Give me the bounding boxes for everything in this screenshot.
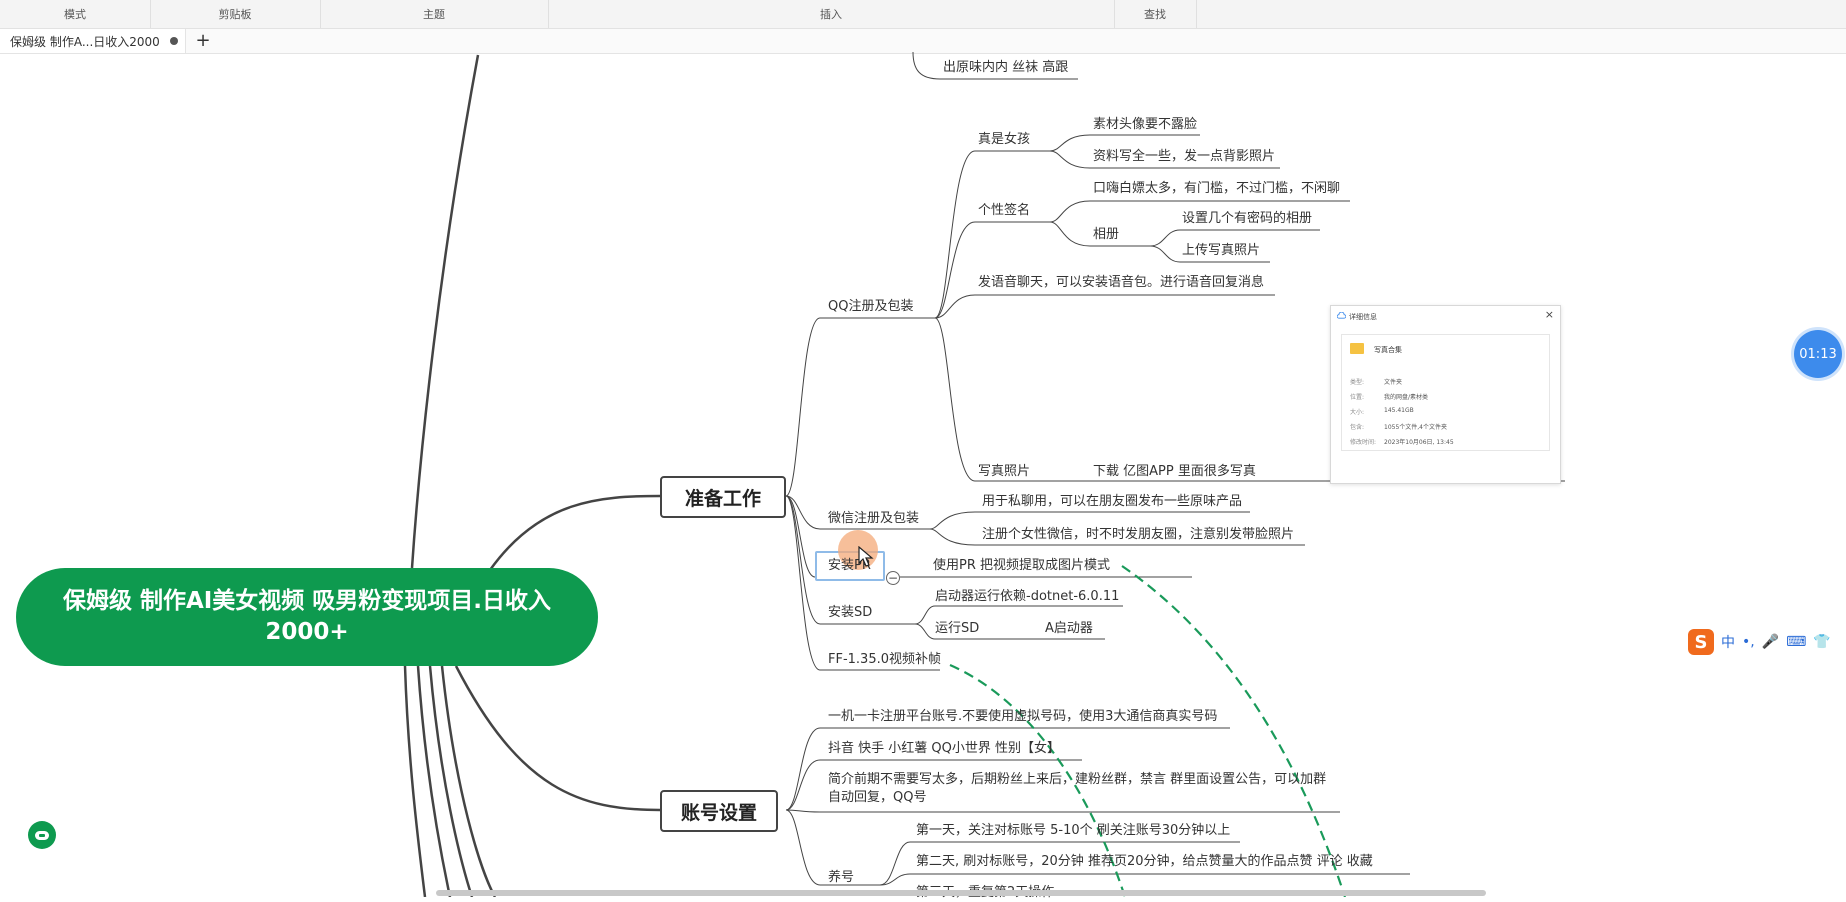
topic-ff[interactable]: FF-1.35.0视频补帧 bbox=[828, 652, 941, 667]
branch-node-account[interactable]: 账号设置 bbox=[660, 790, 778, 832]
branch-node-label: 准备工作 bbox=[684, 487, 761, 510]
file-detail-card: 写真合集 类型: 文件夹 位置: 我的网盘/素材类 大小: 145.41GB 包… bbox=[1341, 334, 1550, 451]
topic-day-1[interactable]: 第一天，关注对标账号 5-10个 刷关注账号30分钟以上 bbox=[916, 823, 1231, 838]
root-trunk-line bbox=[410, 54, 480, 569]
mindmap-root-node[interactable]: 保姆级 制作AI美女视频 吸男粉变现项目.日收入2000+ bbox=[16, 568, 598, 666]
detail-value: 2023年10月06日, 13:45 bbox=[1384, 439, 1454, 446]
topic-install-sd[interactable]: 安装SD bbox=[828, 605, 873, 620]
file-detail-panel: 详细信息 × 写真合集 类型: 文件夹 位置: 我的网盘/素材类 大小: 145… bbox=[1330, 305, 1561, 484]
detail-key: 类型: bbox=[1350, 379, 1365, 386]
topic-avatar-tip[interactable]: 素材头像要不露脸 bbox=[1093, 117, 1198, 132]
document-tab-title: 保姆级 制作A...日收入2000 bbox=[10, 34, 160, 49]
mouse-cursor-icon bbox=[858, 546, 874, 567]
root-lower-line-1 bbox=[403, 665, 427, 897]
ime-microphone-icon[interactable]: 🎤 bbox=[1761, 634, 1780, 650]
detail-value: 我的网盘/素材类 bbox=[1384, 394, 1429, 401]
ime-chinese-toggle[interactable]: 中 bbox=[1721, 635, 1735, 651]
topic-album-tip-1[interactable]: 设置几个有密码的相册 bbox=[1182, 211, 1313, 226]
document-tab-bar: 保姆级 制作A...日收入2000 + bbox=[0, 29, 1846, 54]
toolbar-group-label: 插入 bbox=[820, 8, 842, 21]
close-icon[interactable]: × bbox=[1544, 308, 1554, 321]
toolbar-group-theme[interactable]: 主题 bbox=[320, 0, 549, 28]
detail-value: 145.41GB bbox=[1384, 407, 1414, 414]
topic-account-tip-3[interactable]: 简介前期不需要写太多，后期粉丝上来后，建粉丝群，禁言 群里面设置公告，可以加群自… bbox=[828, 772, 1327, 805]
ribbon-toolbar: 模式 剪贴板 主题 插入 查找 bbox=[0, 0, 1846, 29]
folder-name: 写真合集 bbox=[1374, 346, 1402, 354]
toolbar-group-label: 查找 bbox=[1144, 8, 1166, 21]
topic-signature[interactable]: 个性签名 bbox=[978, 203, 1031, 218]
timer-text: 01:13 bbox=[1799, 346, 1837, 362]
toolbar-group-label: 剪贴板 bbox=[218, 8, 252, 21]
topic-raise-account[interactable]: 养号 bbox=[828, 870, 855, 885]
document-tab[interactable]: 保姆级 制作A...日收入2000 bbox=[0, 29, 186, 53]
ime-logo-icon[interactable]: S bbox=[1688, 629, 1714, 655]
topic-album[interactable]: 相册 bbox=[1093, 227, 1120, 242]
topic-voice[interactable]: 发语音聊天，可以安装语音包。进行语音回复消息 bbox=[978, 275, 1265, 290]
detail-value: 文件夹 bbox=[1384, 379, 1403, 386]
topic-leftover[interactable]: 出原味内内 丝袜 高跟 bbox=[943, 60, 1069, 75]
toolbar-group-label: 主题 bbox=[423, 8, 445, 21]
root-to-account-line bbox=[454, 665, 661, 812]
collapse-toggle-icon[interactable]: − bbox=[886, 571, 900, 585]
detail-key: 大小: bbox=[1350, 409, 1365, 416]
root-node-title: 保姆级 制作AI美女视频 吸男粉变现项目.日收入2000+ bbox=[62, 588, 552, 645]
toolbar-group-mode[interactable]: 模式 bbox=[0, 0, 151, 28]
topic-signature-tip[interactable]: 口嗨白嫖太多，有门槛，不过门槛，不闲聊 bbox=[1093, 181, 1341, 196]
relation-dashed-line-1 bbox=[1121, 565, 1347, 897]
toolbar-group-clipboard[interactable]: 剪贴板 bbox=[150, 0, 321, 28]
root-to-prep-line bbox=[488, 494, 661, 571]
topic-pr-tip[interactable]: 使用PR 把视频提取成图片模式 bbox=[933, 558, 1111, 573]
recording-timer[interactable]: 01:13 bbox=[1794, 330, 1842, 378]
topic-account-tip-1[interactable]: 一机一卡注册平台账号.不要使用虚拟号码，使用3大通信商真实号码 bbox=[828, 709, 1218, 724]
topic-day-2[interactable]: 第二天, 刷对标账号，20分钟 推荐页20分钟，给点赞量大的作品点赞 评论 收藏 bbox=[916, 854, 1373, 869]
topic-qq[interactable]: QQ注册及包装 bbox=[828, 299, 914, 314]
assistant-floating-button[interactable] bbox=[28, 821, 56, 849]
folder-icon bbox=[1350, 343, 1364, 354]
add-tab-button[interactable]: + bbox=[195, 30, 211, 51]
branch-node-prep[interactable]: 准备工作 bbox=[660, 476, 786, 518]
topic-sd-launcher[interactable]: A启动器 bbox=[1045, 621, 1093, 636]
topic-account-tip-2[interactable]: 抖音 快手 小红薯 QQ小世界 性别【女】 bbox=[828, 741, 1060, 756]
ime-skin-icon[interactable]: 👕 bbox=[1813, 634, 1831, 650]
assistant-icon bbox=[35, 830, 49, 840]
topic-wechat-tip-1[interactable]: 用于私聊用，可以在朋友圈发布一些原味产品 bbox=[982, 494, 1243, 509]
topic-profile-tip[interactable]: 资料写全一些，发一点背影照片 bbox=[1093, 149, 1276, 164]
topic-album-tip-2[interactable]: 上传写真照片 bbox=[1182, 243, 1261, 258]
detail-key: 位置: bbox=[1350, 394, 1365, 401]
root-lower-line-2 bbox=[416, 665, 452, 897]
toolbar-group-insert[interactable]: 插入 bbox=[548, 0, 1115, 28]
cloud-icon bbox=[1337, 312, 1346, 319]
toolbar-group-label: 模式 bbox=[64, 8, 86, 21]
branch-node-label: 账号设置 bbox=[680, 801, 757, 824]
ime-punctuation-icon[interactable]: •, bbox=[1742, 634, 1755, 650]
toolbar-group-find[interactable]: 查找 bbox=[1114, 0, 1197, 28]
horizontal-scrollbar[interactable] bbox=[436, 890, 1486, 896]
topic-wechat-tip-2[interactable]: 注册个女性微信，时不时发朋友圈，注意别发带脸照片 bbox=[982, 527, 1295, 542]
topic-photos-tip[interactable]: 下载 亿图APP 里面很多写真 bbox=[1093, 464, 1256, 479]
detail-key: 修改时间: bbox=[1350, 439, 1377, 446]
ime-keyboard-icon[interactable]: ⌨ bbox=[1786, 634, 1807, 650]
topic-sd-tip-1[interactable]: 启动器运行依赖-dotnet-6.0.11 bbox=[935, 589, 1120, 604]
panel-title: 详细信息 bbox=[1349, 313, 1377, 321]
root-lower-line-3 bbox=[428, 665, 474, 897]
topic-real-girl[interactable]: 真是女孩 bbox=[978, 132, 1031, 147]
relation-dashed-line-2 bbox=[949, 663, 1127, 897]
topic-photos[interactable]: 写真照片 bbox=[978, 464, 1031, 479]
root-lower-line-4 bbox=[440, 665, 497, 897]
unsaved-dot-icon bbox=[169, 37, 178, 45]
ime-toolbar[interactable]: S 中 •, 🎤 ⌨ 👕 bbox=[1688, 627, 1846, 657]
click-highlight bbox=[838, 530, 878, 570]
detail-value: 1055个文件,4个文件夹 bbox=[1384, 424, 1447, 431]
topic-sd-tip-2[interactable]: 运行SD bbox=[935, 621, 980, 636]
topic-wechat[interactable]: 微信注册及包装 bbox=[828, 511, 920, 526]
detail-key: 包含: bbox=[1350, 424, 1365, 431]
